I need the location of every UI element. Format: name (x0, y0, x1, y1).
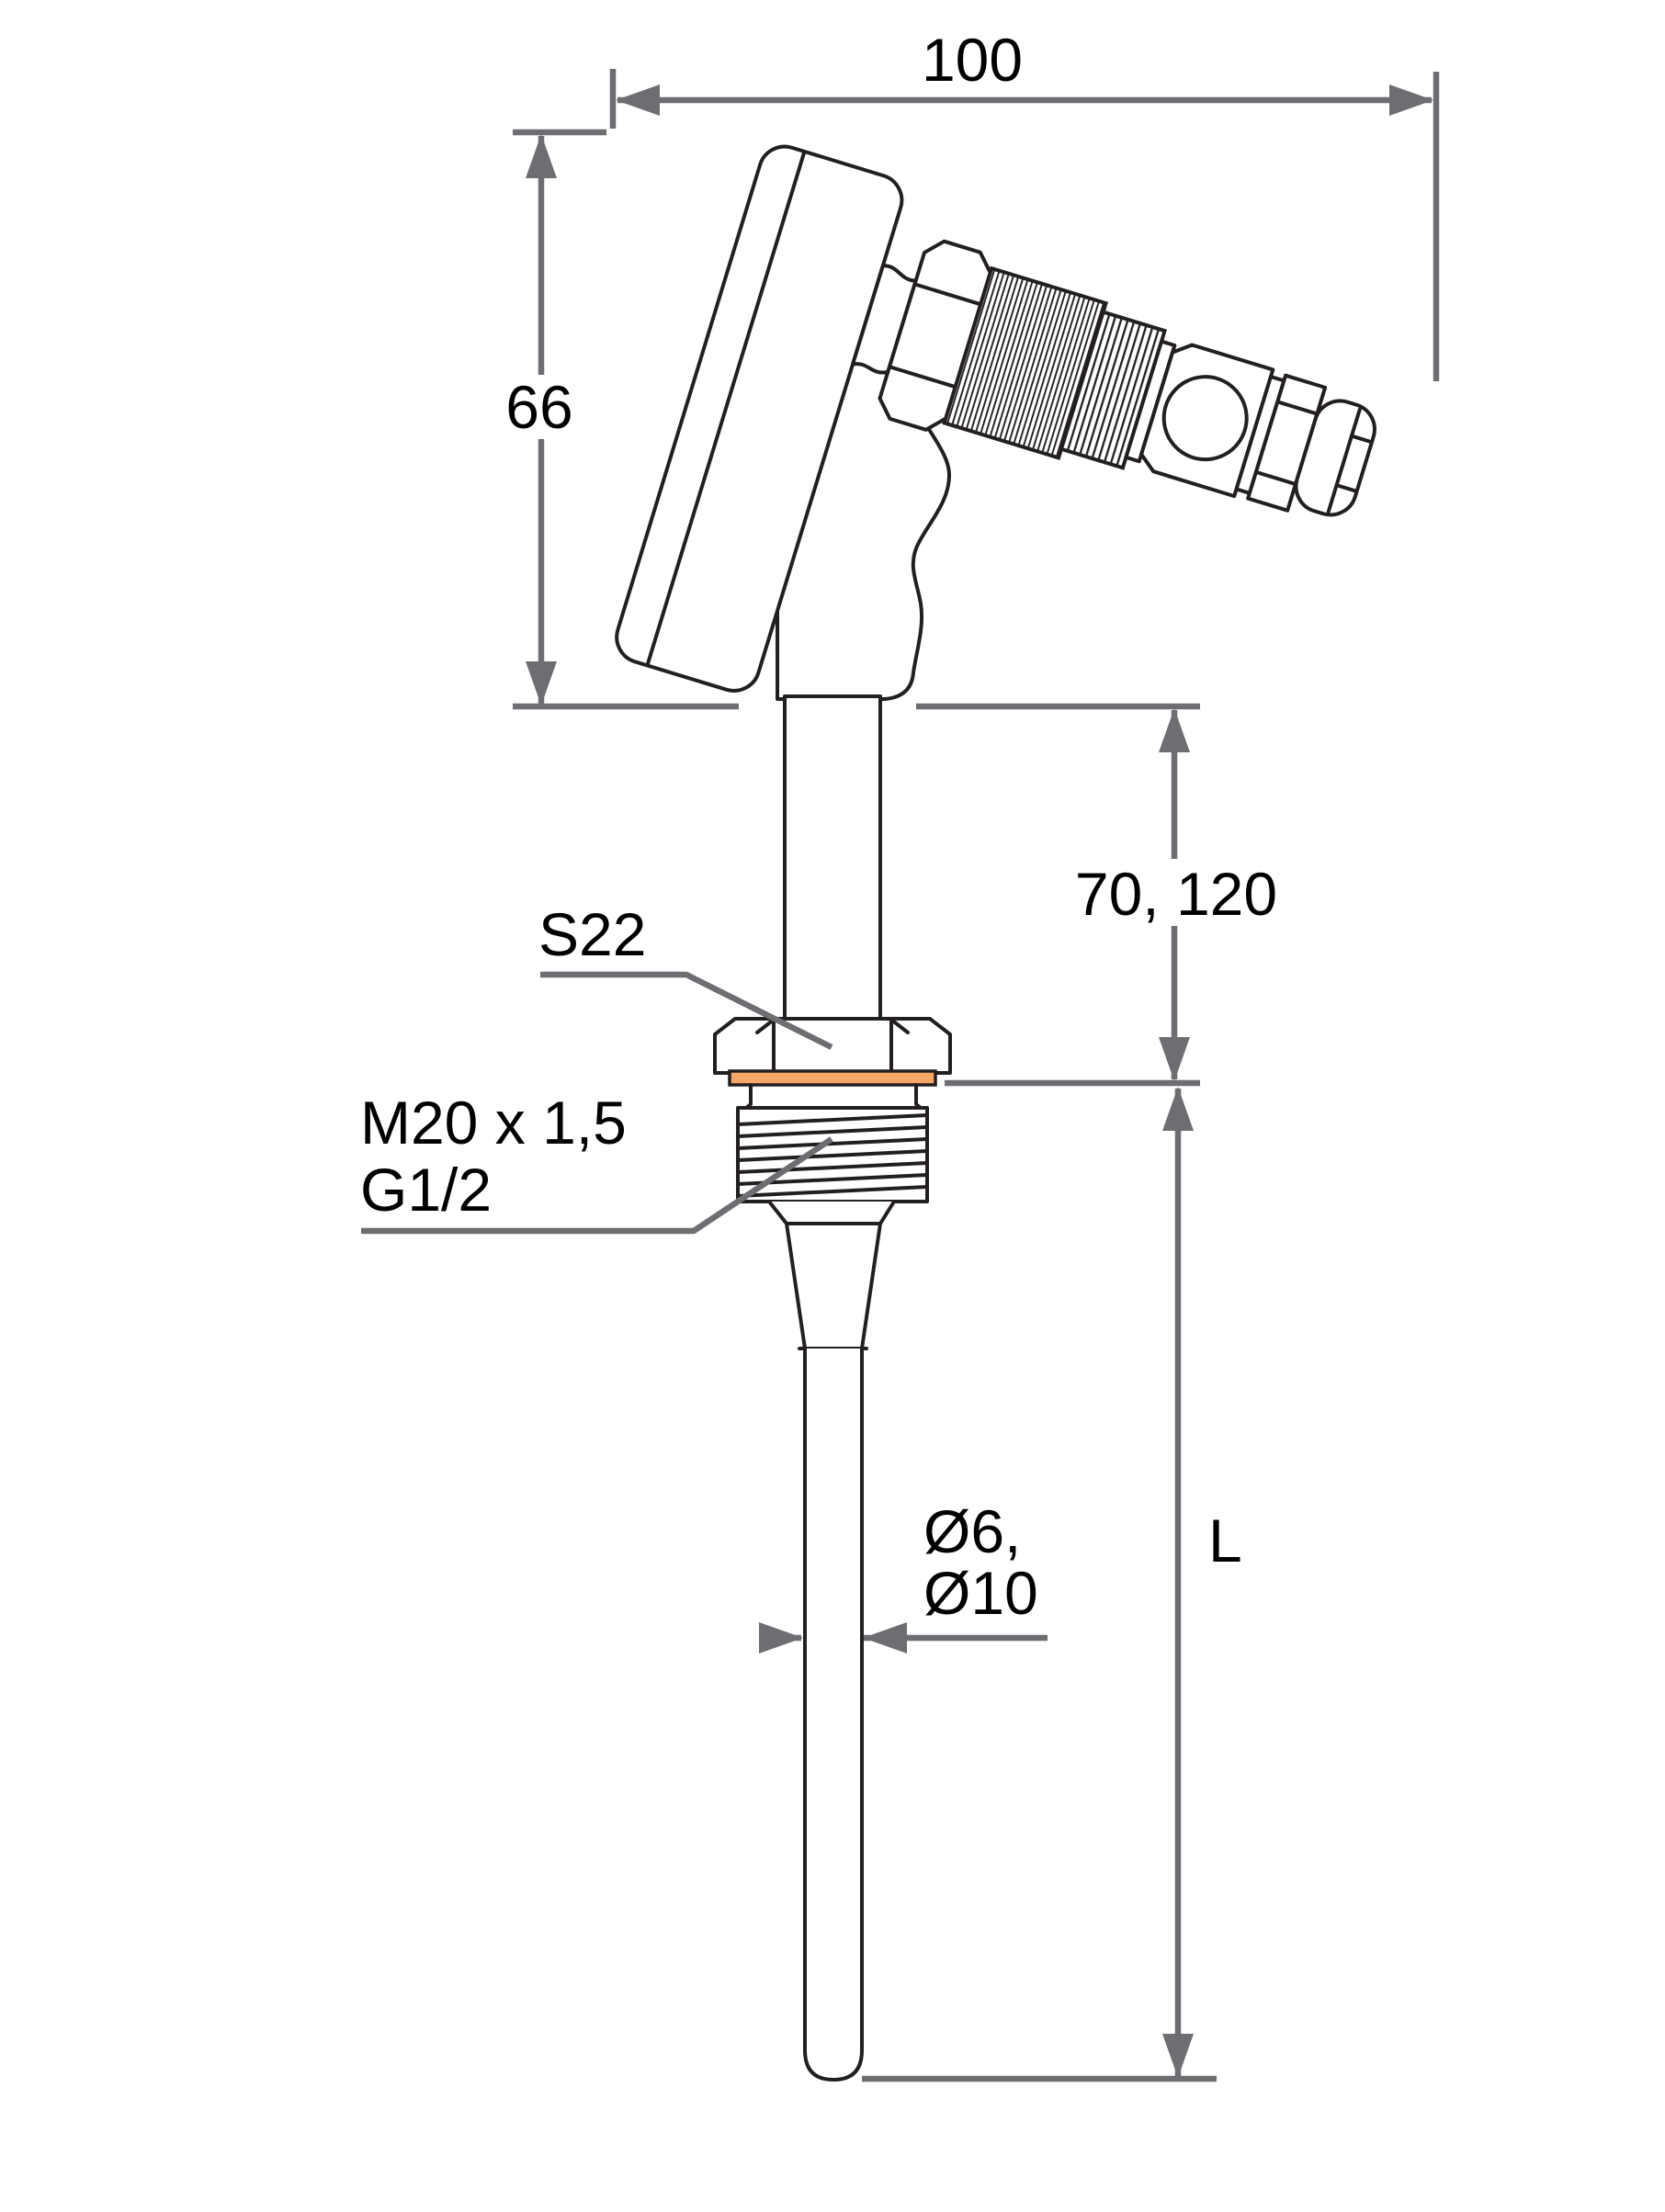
leader-line-thread (361, 1136, 833, 1235)
head-lid-seam-line (646, 151, 806, 666)
thread-chamfer (767, 1200, 896, 1225)
thread-label-line1: M20 x 1,5 (360, 1089, 627, 1157)
dim-probe-diameter-label-line2: Ø10 (923, 1559, 1038, 1627)
connector-body (1139, 343, 1275, 499)
head-and-connector-group (615, 144, 1376, 693)
threaded-section (736, 1106, 929, 1203)
neck-tube (783, 694, 882, 1021)
dim-head-height-label: 66 (505, 373, 572, 441)
dim-neck-length-label: 70, 120 (1075, 860, 1277, 928)
dim-head-width-label: 100 (922, 26, 1023, 94)
leader-line-s22 (540, 971, 833, 1050)
cable-gland-end (1294, 399, 1376, 517)
dimension-graphics (361, 69, 1440, 2082)
sealing-gasket (728, 1069, 937, 1087)
cable-outlet-circle (1161, 375, 1249, 462)
thread-label-line2: G1/2 (360, 1156, 492, 1224)
wrench-size-label: S22 (538, 900, 646, 968)
hex-nut (713, 1017, 952, 1075)
dim-insertion-length-label: L (1208, 1507, 1242, 1574)
connection-head-lid (615, 144, 904, 693)
taper-section (785, 1222, 882, 1350)
dim-probe-diameter-label-line1: Ø6, (923, 1497, 1021, 1565)
probe-tube (803, 1349, 864, 2082)
